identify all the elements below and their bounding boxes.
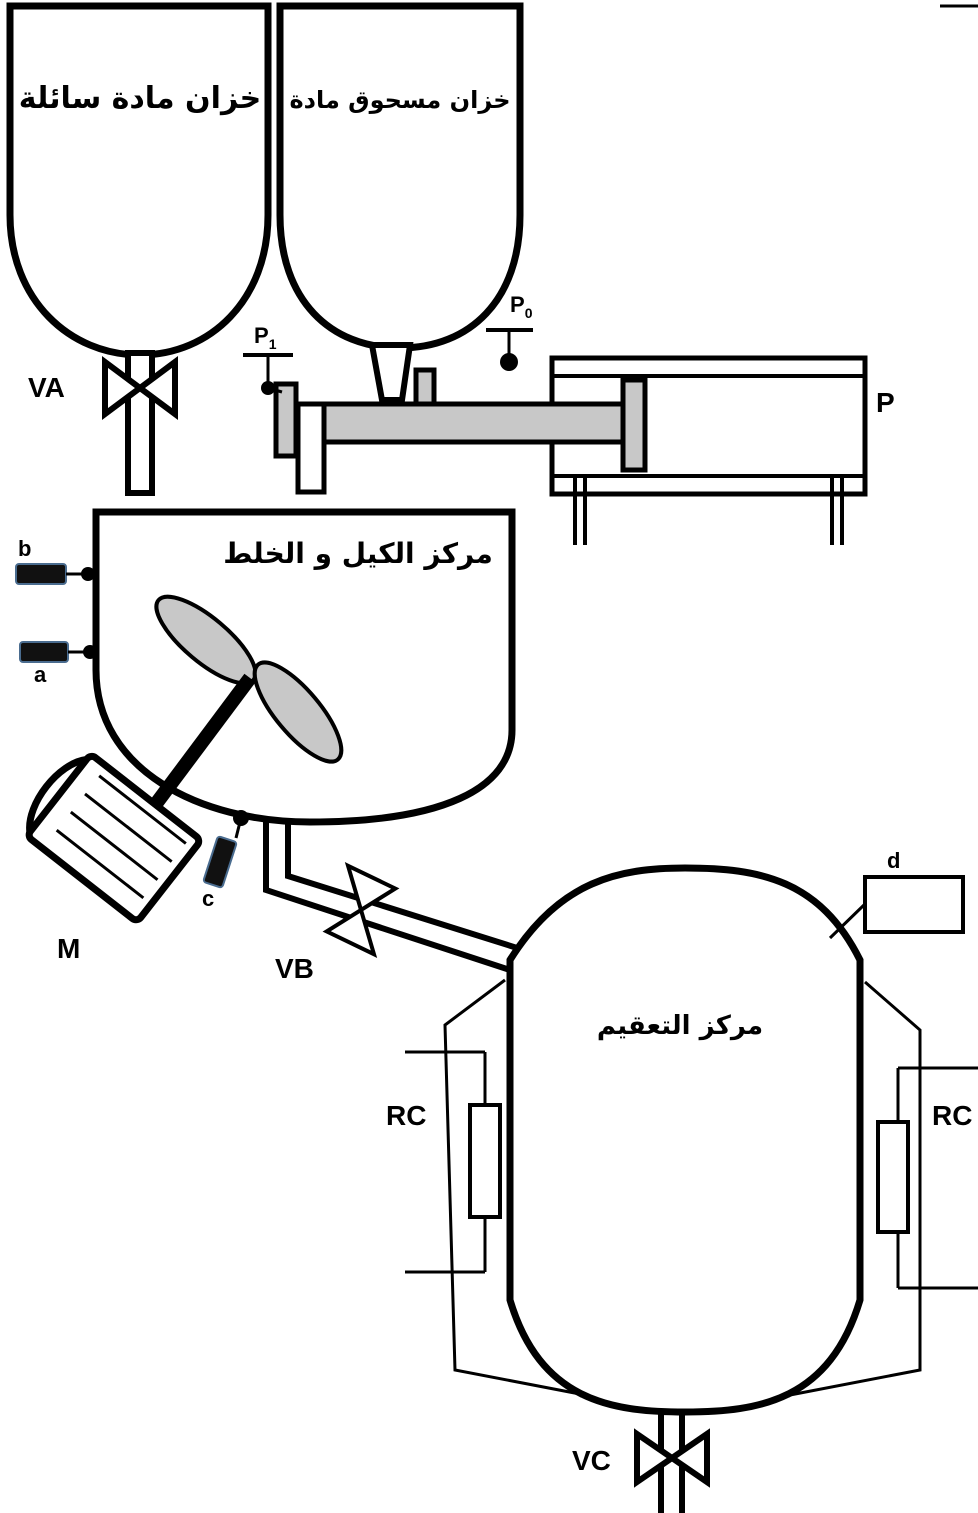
valve-vb-label: VB — [275, 953, 314, 984]
sensor-a: a — [19, 641, 97, 687]
transfer-pipe — [263, 820, 531, 975]
sterilization-tank-label: مركز التعقيم — [597, 1011, 763, 1041]
piston-rod[interactable] — [273, 367, 648, 495]
motor-m-label: M — [57, 933, 80, 964]
motor-m[interactable]: M — [15, 745, 203, 964]
sensor-c-label: c — [202, 886, 214, 911]
sensor-p0-label: P0 — [510, 292, 533, 321]
valve-vc-label: VC — [572, 1445, 611, 1476]
resistor-rc-right: RC — [876, 1066, 978, 1290]
liquid-outlet-pipe — [125, 350, 155, 496]
sensor-p1-label: P1 — [254, 323, 277, 352]
sensor-c: c — [202, 810, 249, 911]
sensor-b: b — [15, 536, 95, 585]
liquid-tank-label: خزان مادة سائلة — [19, 81, 261, 116]
rc-left-label: RC — [386, 1100, 426, 1131]
dosing-cylinder: P — [549, 355, 895, 545]
sensor-d-label: d — [887, 848, 900, 873]
sensor-d: d — [828, 848, 965, 940]
resistor-rc-left: RC — [386, 1050, 502, 1274]
sensor-p1: P1 — [243, 323, 293, 395]
piston-p-label: P — [876, 387, 895, 418]
powder-tank-label: خزان مسحوق مادة — [289, 86, 510, 114]
mixing-tank-label: مركز الكيل و الخلط — [223, 537, 493, 570]
sensor-p0: P0 — [486, 292, 533, 371]
liquid-tank: خزان مادة سائلة — [6, 2, 272, 359]
sterilization-tank: مركز التعقيم — [506, 864, 864, 1416]
sensor-b-label: b — [18, 536, 31, 561]
valve-vc[interactable]: VC — [572, 1428, 710, 1488]
heating-jacket — [443, 978, 922, 1397]
sensor-a-label: a — [34, 662, 47, 687]
rc-right-label: RC — [932, 1100, 972, 1131]
powder-tank: خزان مسحوق مادة — [276, 2, 524, 352]
mixing-tank: مركز الكيل و الخلط — [92, 508, 516, 826]
powder-funnel — [368, 342, 414, 403]
valve-va-label: VA — [28, 372, 65, 403]
valve-va[interactable]: VA — [28, 356, 178, 420]
valve-vb[interactable]: VB — [275, 862, 400, 984]
